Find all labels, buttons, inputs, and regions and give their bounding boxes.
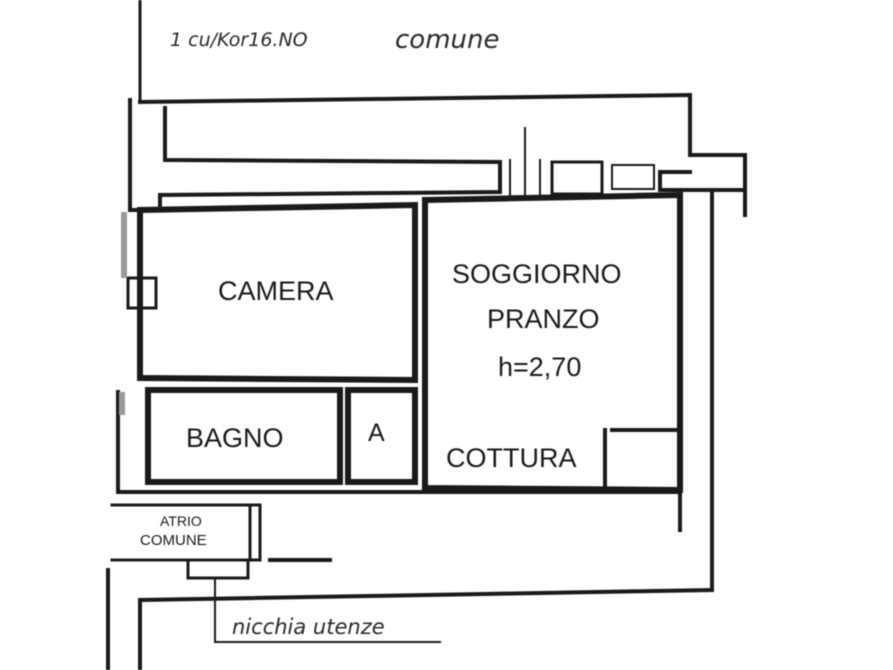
top-corridor-wall [128, 92, 692, 212]
top-left-note: 1 cu/Kor16.NO [170, 29, 308, 51]
atrio-label: ATRIO [160, 513, 202, 529]
right-exterior-wall [710, 188, 747, 592]
atrio-walls [110, 503, 262, 562]
bagno-label: BAGNO [186, 423, 284, 453]
atrio-door [186, 558, 250, 580]
height-label: h=2,70 [498, 352, 581, 382]
window-box-2 [611, 164, 655, 190]
lower-wall [116, 390, 682, 532]
lower-corridor-walls [106, 558, 715, 670]
camera-closet [126, 276, 158, 310]
cottura-counter [603, 428, 677, 488]
soggiorno-label: SOGGIORNO [452, 259, 622, 289]
top-right-wall [658, 153, 747, 192]
window-box-1 [550, 160, 604, 196]
camera-room-walls [137, 201, 418, 384]
storage-a-label: A [368, 419, 385, 447]
camera-label: CAMERA [218, 276, 334, 306]
pranzo-label: PRANZO [487, 304, 600, 334]
nicchia-leader [214, 579, 441, 643]
cottura-label: COTTURA [446, 443, 577, 473]
atrio-comune-label: COMUNE [140, 532, 207, 549]
bagno-room-walls [145, 387, 343, 485]
nicchia-label: nicchia utenze [232, 615, 385, 639]
door-opening-top [509, 127, 541, 196]
top-common-label: comune [395, 25, 499, 55]
storage-a-walls [345, 387, 418, 485]
